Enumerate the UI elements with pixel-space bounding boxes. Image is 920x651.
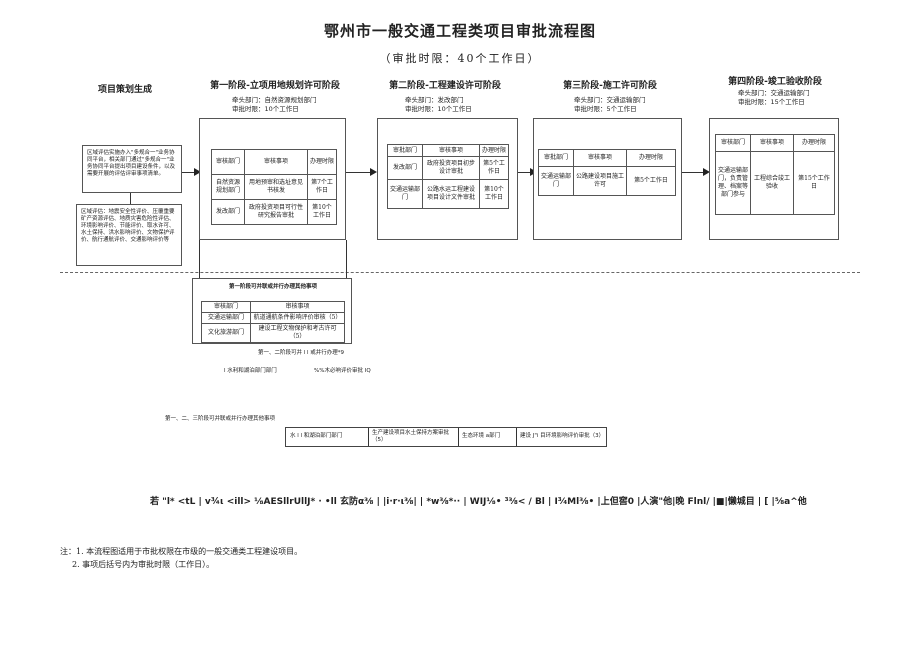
connector bbox=[346, 172, 370, 173]
table-row: 审批部门 审核事项 办理时限 bbox=[387, 144, 509, 157]
table-row: 审批部门 审核事项 办理时限 bbox=[538, 149, 676, 167]
note-2: 2. 事项后括号内为审批时限（工作日）。 bbox=[72, 560, 215, 569]
page-subtitle: （审批时限：40个工作日） bbox=[379, 52, 541, 65]
dashed-divider bbox=[60, 272, 860, 273]
connector bbox=[346, 240, 347, 300]
mid-row: 水 l l 和湖泊部门部门 生产建设项目水土保持方案审批（5） 生态环境 a部门… bbox=[285, 427, 607, 447]
stage3-lead: 牵头部门：交通运输部门 bbox=[574, 96, 646, 104]
stage1-table: 审核部门 审核事项 办理时限 自然资源规划部门 用地预审和选址意见书核发 第7个… bbox=[211, 149, 337, 225]
table-row: 交通运输部门 公路水运工程建设项目设计文件审批 第10个工作日 bbox=[387, 179, 509, 209]
garbled-text-line: 若 "l* <tL | v¾ι <ill> ⅛AESllrUllJ* · •ll… bbox=[150, 497, 807, 507]
stage2-box: 审批部门 审核事项 办理时限 发改部门 政府投资项目初步设计审批 第5个工作日 … bbox=[377, 118, 518, 240]
page-title: 鄂州市一般交通工程类项目审批流程图 bbox=[323, 22, 596, 40]
stage4-title: 第四阶段-竣工验收阶段 bbox=[728, 77, 822, 87]
stage1-time: 审批时限：10个工作日 bbox=[232, 105, 299, 113]
connector bbox=[182, 172, 196, 173]
stage1-box: 审核部门 审核事项 办理时限 自然资源规划部门 用地预审和选址意见书核发 第7个… bbox=[199, 118, 346, 240]
table-row: 审核部门 审核事项 办理时限 bbox=[211, 149, 337, 175]
table-row: 交通运输部门 航道通航条件影响评价审核（5） bbox=[201, 312, 345, 324]
stage3-box: 审批部门 审核事项 办理时限 交通运输部门 公路建设项目施工许可 第5个工作日 bbox=[533, 118, 682, 240]
stage4-time: 审批时限：15个工作日 bbox=[738, 98, 805, 106]
table-row: 审核部门 审核事项 bbox=[201, 301, 345, 313]
stage2-time: 审批时限：10个工作日 bbox=[405, 105, 472, 113]
stage2-lead: 牵头部门：发改部门 bbox=[405, 96, 464, 104]
note-1: 注：1. 本流程图适用于市批权限在市级的一般交通类工程建设项目。 bbox=[60, 547, 303, 556]
stage1-title: 第一阶段-立项用地规划许可阶段 bbox=[210, 81, 340, 91]
stage3-title: 第三阶段-施工许可阶段 bbox=[563, 81, 657, 91]
table-row: 发改部门 政府投资项目可行性研究报告审批 第10个工作日 bbox=[211, 199, 337, 225]
table-row: 文化旅游部门 建设工程文物保护和考古许可（5） bbox=[201, 323, 345, 343]
table-row: 审核部门 审核事项 办理时限 bbox=[715, 134, 835, 152]
connector bbox=[682, 172, 704, 173]
stage3-table: 审批部门 审核事项 办理时限 交通运输部门 公路建设项目施工许可 第5个工作日 bbox=[538, 149, 676, 196]
table-row: 交通运输部门 公路建设项目施工许可 第5个工作日 bbox=[538, 166, 676, 196]
small-row-right: %%木必响评价审批 IQ bbox=[314, 368, 371, 374]
caption-stage123: 第一、二、三阶段可并联或并行办理其他事项 bbox=[165, 416, 276, 422]
parallel-title: 第一阶段可并联或并行办理其他事项 bbox=[228, 284, 317, 290]
caption-stage12: 第一、二阶段可并 l l 或并行办理*9 bbox=[258, 350, 345, 356]
parallel-box: 第一阶段可并联或并行办理其他事项 审核部门 审核事项 交通运输部门 航道通航条件… bbox=[192, 278, 352, 344]
connector bbox=[518, 172, 532, 173]
connector bbox=[199, 240, 200, 300]
stage4-box: 审核部门 审核事项 办理时限 交通运输部门，负责管理、档案等部门参与 工程综合竣… bbox=[709, 118, 839, 240]
arrow-right-icon bbox=[370, 168, 377, 176]
planning-label: 项目策划生成 bbox=[97, 85, 152, 95]
table-row: 发改部门 政府投资项目初步设计审批 第5个工作日 bbox=[387, 156, 509, 180]
stage2-title: 第二阶段-工程建设许可阶段 bbox=[389, 81, 501, 91]
stage3-time: 审批时限：5个工作日 bbox=[574, 105, 637, 113]
parallel-table: 审核部门 审核事项 交通运输部门 航道通航条件影响评价审核（5） 文化旅游部门 … bbox=[201, 301, 345, 343]
stage2-table: 审批部门 审核事项 办理时限 发改部门 政府投资项目初步设计审批 第5个工作日 … bbox=[387, 144, 509, 209]
stage4-lead: 牵头部门：交通运输部门 bbox=[738, 89, 810, 97]
table-row: 交通运输部门，负责管理、档案等部门参与 工程综合竣工验收 第15个工作日 bbox=[715, 151, 835, 215]
stage1-lead: 牵头部门：自然资源规划部门 bbox=[232, 96, 317, 104]
stage4-table: 审核部门 审核事项 办理时限 交通运输部门，负责管理、档案等部门参与 工程综合竣… bbox=[715, 134, 835, 215]
table-row: 自然资源规划部门 用地预审和选址意见书核发 第7个工作日 bbox=[211, 174, 337, 200]
arrow-right-icon bbox=[194, 168, 201, 176]
connector bbox=[130, 193, 131, 204]
planning-box-1: 区域评估实施办入"多规合一"业务协同平台，相关部门通过"多规合一"业务协同平台提… bbox=[82, 145, 182, 193]
arrow-right-icon bbox=[703, 168, 710, 176]
small-row-left: l 水利和湖泊部门部门 bbox=[224, 368, 277, 374]
planning-box-2: 区域评估：地震安全性评价、压覆重要矿产资源评估、地质灾害危险性评估、环境影响评价… bbox=[76, 204, 182, 266]
